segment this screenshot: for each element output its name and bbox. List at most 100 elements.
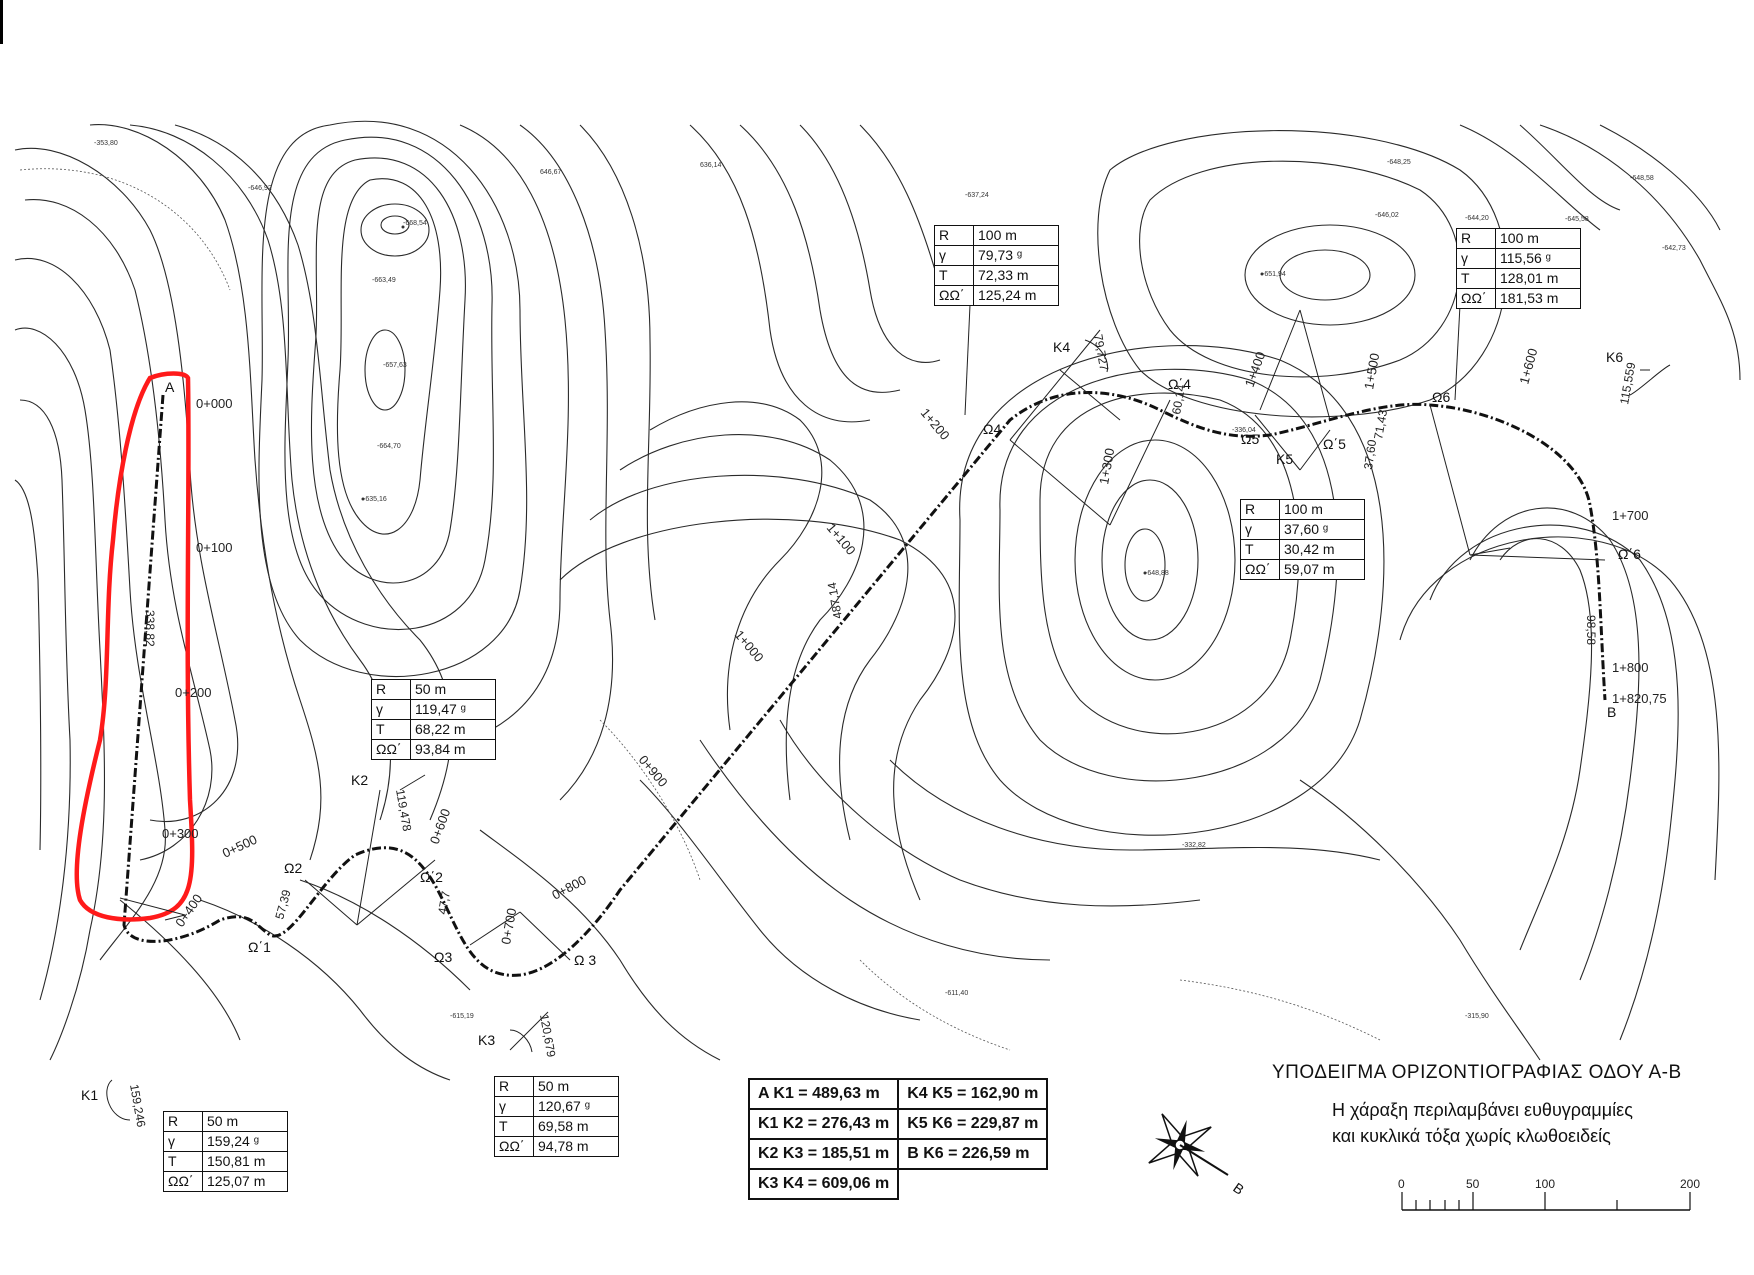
k5-label: K5	[1276, 451, 1293, 467]
curve-value: 79,73 ᵍ	[973, 245, 1059, 266]
curve-key: ΩΩ΄	[1240, 559, 1280, 580]
spot-elevation: -615,19	[450, 1013, 474, 1020]
k2-label: K2	[351, 772, 368, 788]
chainage-label: 1+820,75	[1612, 691, 1667, 706]
segment-length-label: 47,7	[435, 890, 453, 916]
curve-key: T	[371, 719, 411, 740]
scale-label: 100	[1535, 1177, 1555, 1191]
chainage-label: 1+400	[1242, 350, 1269, 389]
north-arrow-icon	[1148, 1113, 1229, 1177]
vertex-angle-label: 159,246	[127, 1083, 148, 1128]
curve-value: 159,24 ᵍ	[202, 1131, 288, 1152]
vertex-angle-label: 115,559	[1617, 361, 1638, 406]
curve-key: ΩΩ΄	[934, 285, 974, 306]
corner-mark	[0, 0, 3, 44]
spot-elevation: -646,92	[248, 185, 272, 192]
chainage-label: 1+600	[1516, 347, 1540, 386]
distance-cell: B K6 = 226,59 m	[897, 1138, 1049, 1170]
curve-value: 50 m	[202, 1111, 288, 1132]
curve-value: 120,67 ᵍ	[533, 1096, 619, 1117]
k3-label: K3	[478, 1032, 495, 1048]
curve-value: 72,33 m	[973, 265, 1059, 286]
chainage-label: 0+300	[162, 826, 199, 841]
vertex-angle-label: 120,679	[537, 1013, 558, 1058]
curve-key: R	[371, 679, 411, 700]
curve-key: T	[1240, 539, 1280, 560]
o3-label: Ω3	[434, 949, 452, 965]
curve-key: T	[934, 265, 974, 286]
spot-elevation: -642,73	[1662, 245, 1686, 252]
curve-key: ΩΩ΄	[163, 1171, 203, 1192]
spot-elevation: -657,63	[383, 362, 407, 369]
distance-cell: K5 K6 = 229,87 m	[897, 1108, 1049, 1140]
chainage-label: 0+500	[220, 832, 259, 861]
spot-elevation: -648,88	[1145, 570, 1169, 577]
chainage-label: 0+200	[175, 685, 212, 700]
curve-key: γ	[163, 1131, 203, 1152]
map-title: ΥΠΟΔΕΙΓΜΑ ΟΡΙΖΟΝΤΙΟΓΡΑΦΙΑΣ ΟΔΟΥ Α-Β	[1272, 1062, 1682, 1083]
chainage-label: 1+800	[1612, 660, 1649, 675]
chainage-label: 0+700	[498, 907, 519, 946]
spot-elevation: -663,49	[372, 277, 396, 284]
distance-cell: K2 K3 = 185,51 m	[747, 1138, 900, 1170]
vertex-angle-label: 119,478	[393, 788, 414, 833]
k4-label: K4	[1053, 339, 1070, 355]
o1-label: Ω΄1	[248, 939, 271, 955]
curve-value: 128,01 m	[1495, 268, 1581, 289]
spot-elevations: -353,80 -646,92 646,67 636,14 -637,24 -6…	[94, 140, 1686, 1020]
spot-elevation: -315,90	[1465, 1013, 1489, 1020]
curve-value: 59,07 m	[1279, 559, 1365, 580]
spot-elevation: -644,20	[1465, 215, 1489, 222]
curve-key: γ	[1456, 248, 1496, 269]
spot-elevation: -637,24	[965, 192, 989, 199]
curve-key: γ	[371, 699, 411, 720]
curve-key: R	[1240, 499, 1280, 520]
k6-label: K6	[1606, 349, 1623, 365]
curve-value: 69,58 m	[533, 1116, 619, 1137]
curve-key: γ	[1240, 519, 1280, 540]
spot-elevation: -353,80	[94, 140, 118, 147]
chainage-label: 1+700	[1612, 508, 1649, 523]
curve-value: 119,47 ᵍ	[410, 699, 496, 720]
spot-elevation: -611,40	[945, 990, 968, 997]
point-labels: A B K1 K2 K3 K4 K5 K6 Ω΄1 Ω2 Ω΄2 Ω3 Ω 3 …	[81, 339, 1641, 1103]
curve-value: 68,22 m	[410, 719, 496, 740]
spot-elevation: -336,04	[1232, 427, 1256, 434]
distances-table: A K1 = 489,63 m K4 K5 = 162,90 m K1 K2 =…	[747, 1078, 1049, 1200]
o4p-label: Ω΄4	[1168, 376, 1191, 392]
chainage-label: 0+100	[196, 540, 233, 555]
curve-value: 37,60 ᵍ	[1279, 519, 1365, 540]
chainage-label: 0+900	[636, 752, 671, 790]
segment-length-labels: 338,82 57,39 47,7 487,14 60,14 37,60 71,…	[143, 383, 1598, 921]
curve-key: R	[494, 1076, 534, 1097]
spot-elevation: -648,25	[1387, 159, 1411, 166]
curve-value: 100 m	[1279, 499, 1365, 520]
contour-lines	[14, 120, 1741, 1081]
curve-key: γ	[934, 245, 974, 266]
curve-value: 100 m	[1495, 228, 1581, 249]
distance-cell: A K1 = 489,63 m	[747, 1078, 900, 1110]
curve-key: T	[163, 1151, 203, 1172]
spot-elevation: -645,58	[1565, 216, 1589, 223]
construction-lines	[106, 304, 1671, 1121]
o3p-label: Ω 3	[574, 952, 596, 968]
curve-value: 30,42 m	[1279, 539, 1365, 560]
o5-label: Ω5	[1241, 431, 1259, 447]
empty-cell	[898, 1169, 1047, 1199]
o6p-label: Ω΄6	[1618, 546, 1641, 562]
point-b-label: B	[1607, 704, 1616, 720]
curve-value: 115,56 ᵍ	[1495, 248, 1581, 269]
segment-length-label: 98,58	[1584, 615, 1598, 645]
curve-value: 50 m	[410, 679, 496, 700]
o2p-label: Ω΄2	[420, 869, 443, 885]
segment-length-label: 338,82	[143, 610, 157, 647]
segment-length-label: 57,39	[272, 888, 293, 921]
curve-key: T	[494, 1116, 534, 1137]
